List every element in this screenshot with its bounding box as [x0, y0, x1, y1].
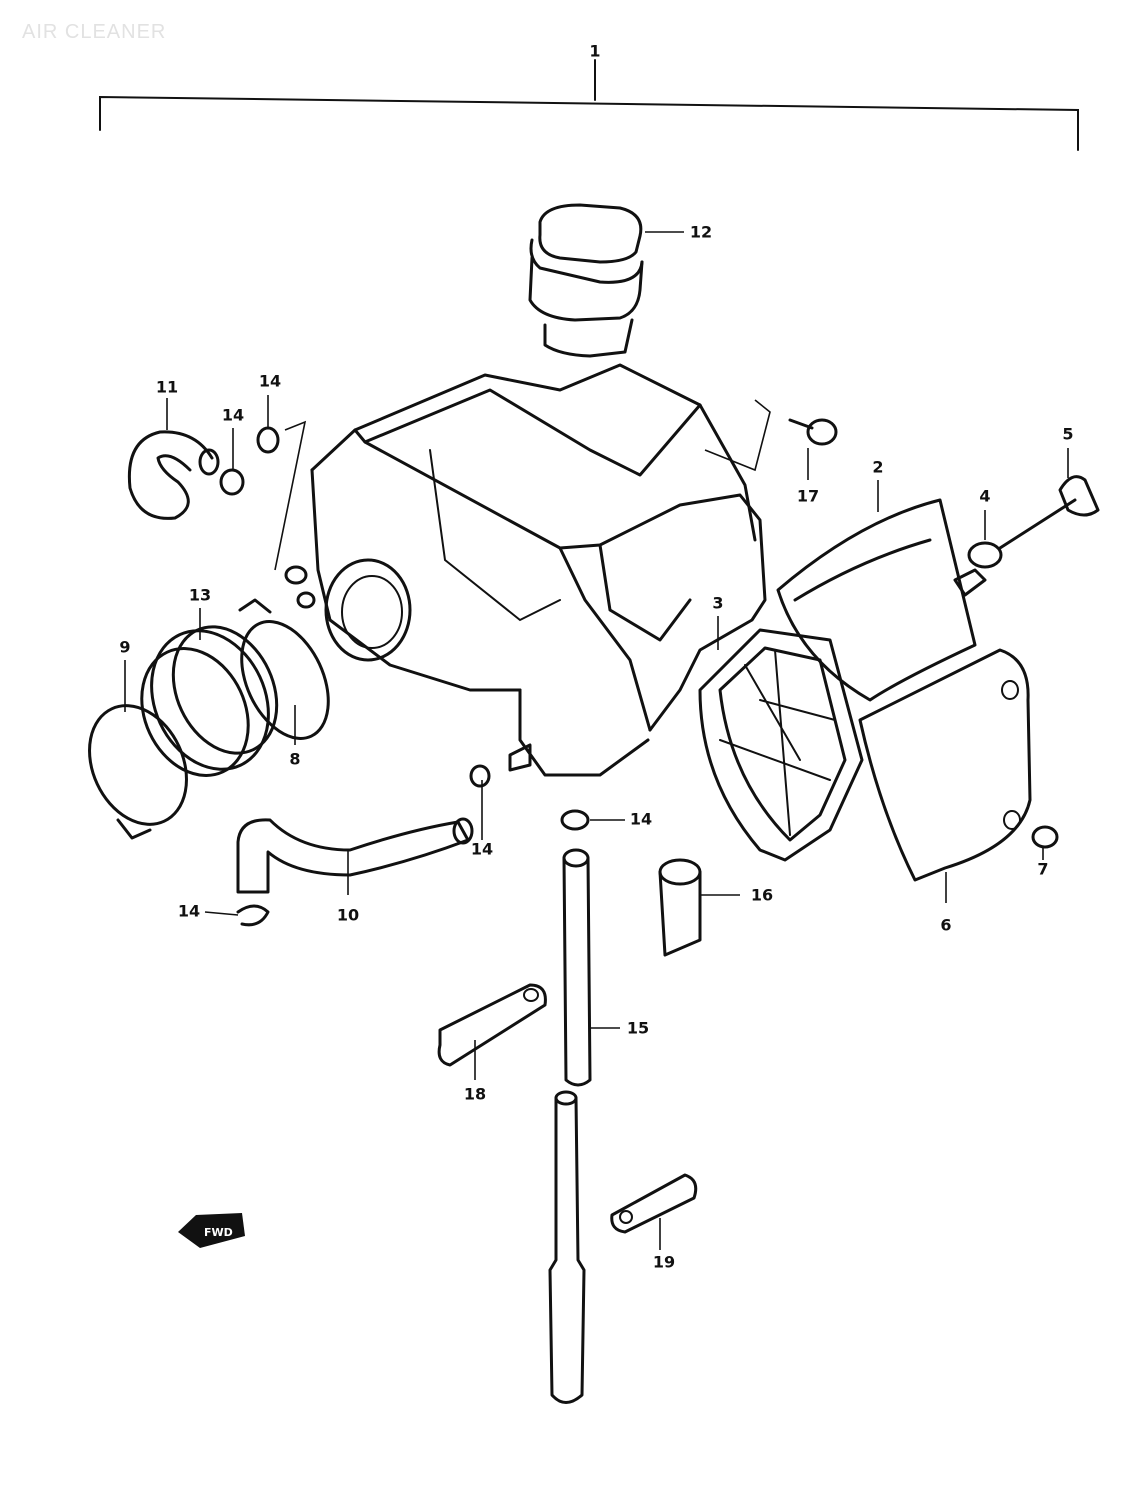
part-14-hose-clip-lower-left: [236, 809, 590, 927]
part-15-drain-tube: [548, 848, 592, 1404]
callout-18: 18: [464, 1085, 486, 1104]
callout-8: 8: [289, 750, 300, 769]
part-5-wing-bolt: [998, 475, 1100, 550]
callout-19: 19: [653, 1253, 675, 1272]
callout-1: 1: [589, 42, 600, 61]
callout-13: 13: [189, 586, 211, 605]
callout-16: 16: [751, 886, 773, 905]
part-17-screw: [788, 418, 838, 446]
callout-12: 12: [690, 223, 712, 242]
part-2-filter-element: [776, 498, 977, 702]
callout-14-a: 14: [222, 406, 244, 425]
part-8-clamp: [238, 598, 330, 740]
part-13-inlet-boot: [140, 625, 279, 777]
callout-7: 7: [1037, 860, 1048, 879]
callout-14-d: 14: [630, 810, 652, 829]
callout-6: 6: [940, 916, 951, 935]
air-cleaner-housing: [284, 363, 767, 777]
part-14-hose-clip-upper: [219, 426, 280, 496]
callout-10: 10: [337, 906, 359, 925]
part-16-drain-plug: [658, 858, 702, 957]
callout-11: 11: [156, 378, 178, 397]
part-19-tube-holder: [610, 1173, 698, 1234]
part-10-drain-hose: [236, 764, 491, 894]
part-6-cover: [858, 648, 1032, 882]
callout-15: 15: [627, 1019, 649, 1038]
callout-14-b: 14: [259, 372, 281, 391]
callout-labels: 1 2 3 4 5 6 7 8 9 10 11 12 13 14 14 14 1…: [119, 42, 1073, 1272]
fwd-label: FWD: [204, 1226, 233, 1239]
leader-lines: [124, 231, 1069, 1250]
part-18-tube-holder: [437, 983, 547, 1067]
part-3-filter-element-cage: [698, 628, 864, 862]
callout-14-c: 14: [471, 840, 493, 859]
diagram-title: AIR CLEANER: [22, 21, 166, 43]
part-11-breather-hose: [127, 430, 220, 520]
callout-5: 5: [1062, 425, 1073, 444]
callout-17: 17: [797, 487, 819, 506]
callout-14-e: 14: [178, 902, 200, 921]
part-12-intake-boot: [528, 203, 644, 358]
part-4-collar: [953, 541, 1003, 597]
callout-4: 4: [979, 487, 990, 506]
assembly-bracket: [99, 59, 1079, 151]
callout-2: 2: [872, 458, 883, 477]
part-9-clamp: [88, 704, 188, 840]
callout-3: 3: [712, 594, 723, 613]
part-7-screw: [1031, 825, 1059, 849]
fwd-direction-arrow: FWD: [178, 1213, 245, 1248]
callout-9: 9: [119, 638, 130, 657]
